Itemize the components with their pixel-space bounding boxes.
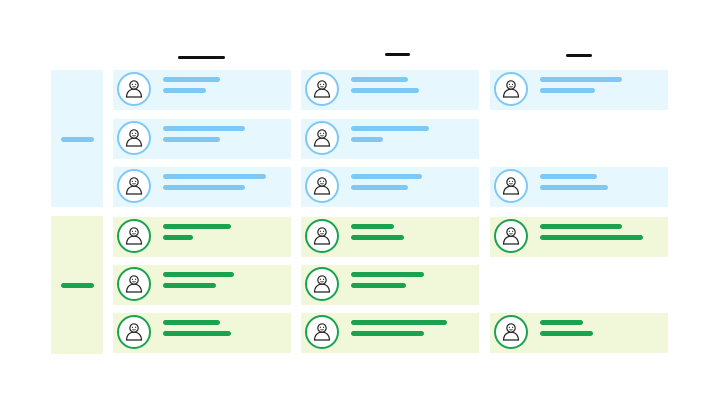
card-blue-r3-c1 (113, 167, 291, 207)
card-blue-r2-c1 (113, 119, 291, 159)
text-placeholder-line (351, 185, 408, 190)
text-placeholder-line (163, 235, 193, 240)
person-icon (117, 121, 151, 155)
text-placeholder-line (351, 88, 419, 93)
card-green-r1-c3 (490, 217, 668, 257)
card-blue-r1-c2 (301, 70, 479, 110)
text-placeholder-line (351, 272, 424, 277)
text-placeholder-line (540, 320, 583, 325)
card-blue-r2-c2 (301, 119, 479, 159)
card-blue-r3-c3 (490, 167, 668, 207)
text-placeholder-line (163, 331, 231, 336)
row-label-blue (61, 137, 94, 142)
text-placeholder-line (351, 320, 447, 325)
text-placeholder-line (540, 77, 622, 82)
text-placeholder-line (163, 137, 220, 142)
person-icon (494, 315, 528, 349)
person-icon (305, 219, 339, 253)
text-placeholder-line (163, 126, 245, 131)
person-icon (305, 169, 339, 203)
person-icon (305, 121, 339, 155)
card-blue-r3-c2 (301, 167, 479, 207)
text-placeholder-line (540, 235, 643, 240)
person-icon (494, 72, 528, 106)
text-placeholder-line (163, 283, 216, 288)
text-placeholder-line (351, 331, 424, 336)
text-placeholder-line (351, 235, 404, 240)
text-placeholder-line (163, 185, 245, 190)
column-header-2 (385, 53, 410, 56)
card-blue-r1-c1 (113, 70, 291, 110)
text-placeholder-line (351, 77, 408, 82)
text-placeholder-line (163, 224, 231, 229)
text-placeholder-line (351, 126, 429, 131)
text-placeholder-line (163, 320, 220, 325)
column-header-1 (178, 56, 225, 59)
person-icon (117, 315, 151, 349)
person-icon (305, 315, 339, 349)
column-header-3 (566, 54, 592, 57)
row-label-green (61, 283, 94, 288)
text-placeholder-line (163, 272, 234, 277)
card-blue-r1-c3 (490, 70, 668, 110)
person-icon (494, 219, 528, 253)
card-green-r3-c3 (490, 313, 668, 353)
person-icon (494, 169, 528, 203)
person-icon (117, 72, 151, 106)
card-green-r3-c1 (113, 313, 291, 353)
person-icon (117, 267, 151, 301)
text-placeholder-line (351, 224, 394, 229)
text-placeholder-line (163, 174, 266, 179)
person-icon (117, 169, 151, 203)
card-green-r2-c2 (301, 265, 479, 305)
text-placeholder-line (540, 331, 593, 336)
person-icon (305, 267, 339, 301)
text-placeholder-line (163, 88, 206, 93)
text-placeholder-line (540, 88, 595, 93)
text-placeholder-line (540, 185, 608, 190)
text-placeholder-line (351, 174, 422, 179)
card-green-r3-c2 (301, 313, 479, 353)
person-icon (305, 72, 339, 106)
text-placeholder-line (540, 224, 622, 229)
text-placeholder-line (540, 174, 597, 179)
card-green-r2-c1 (113, 265, 291, 305)
text-placeholder-line (351, 137, 383, 142)
card-green-r1-c1 (113, 217, 291, 257)
card-green-r1-c2 (301, 217, 479, 257)
text-placeholder-line (351, 283, 406, 288)
person-icon (117, 219, 151, 253)
text-placeholder-line (163, 77, 220, 82)
